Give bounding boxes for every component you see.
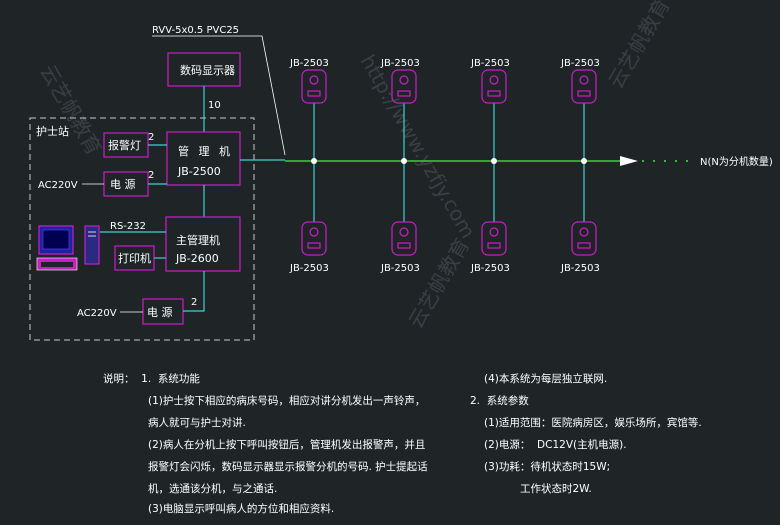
note-param-2: (2)电源： DC12V(主机电源). (484, 439, 627, 451)
watermark-brand: 云艺帆教育 (604, 0, 675, 92)
power-label-1: 电 源 (110, 177, 136, 191)
note-function-1b: 病人就可与护士对讲. (148, 417, 246, 429)
cable-label: RVV-5x0.5 PVC25 (152, 25, 239, 36)
note-function-2b: 报警灯会闪烁，数码显示器显示报警分机的号码. 护士提起话 (148, 461, 428, 473)
power-wire-count-2: 2 (191, 297, 197, 308)
main-manager-model: JB-2600 (175, 252, 219, 265)
main-manager-box (165, 216, 241, 272)
cable-leader (152, 35, 286, 156)
extension-label-top-3: JB-2503 (470, 58, 510, 69)
extension-label-top-4: JB-2503 (560, 58, 600, 69)
alarm-wire-count: 2 (148, 132, 154, 143)
intercom-extension-icon (571, 221, 597, 256)
note-params-title: 2. 系统参数 (470, 395, 529, 407)
note-function-4: (4)本系统为每层独立联网. (484, 373, 608, 385)
intercom-extension-icon (571, 69, 597, 104)
watermark: 云艺帆教育 http://www.yzfjy.com 云艺帆教育 云艺帆教育 (36, 0, 675, 333)
intercom-extension-icon (301, 69, 327, 104)
printer-label: 打印机 (118, 251, 151, 265)
note-param-4: 工作状态时2W. (520, 483, 592, 495)
extension-label-top-2: JB-2503 (380, 58, 420, 69)
extension-label-bottom-2: JB-2503 (380, 263, 420, 274)
display-wire-count: 10 (208, 100, 221, 111)
note-function-1a: (1)护士按下相应的病床号码，相应对讲分机发出一声铃声， (148, 395, 426, 407)
notes-title: 说明： 1. 系统功能 (103, 373, 200, 385)
extension-column-3: JB-2503 JB-2503 (470, 58, 510, 274)
ac-input-2: AC220V (77, 308, 117, 319)
power-wire-2 (183, 271, 205, 312)
rs232-label: RS-232 (110, 221, 146, 232)
power-wire-count-1: 2 (148, 170, 154, 181)
nurse-station-label: 护士站 (36, 124, 69, 138)
intercom-extension-icon (481, 69, 507, 104)
note-function-2a: (2)病人在分机上按下呼叫按钮后，管理机发出报警声，并且 (148, 439, 426, 451)
bus-arrow-icon (620, 156, 638, 166)
note-param-3: (3)功耗：待机状态时15W; (484, 461, 611, 473)
extension-label-bottom-4: JB-2503 (560, 263, 600, 274)
digital-display-label: 数码显示器 (180, 64, 235, 77)
manager-model: JB-2500 (177, 165, 221, 178)
bus-end-label: N(N为分机数量) (700, 155, 773, 168)
extension-column-4: JB-2503 JB-2503 (560, 58, 600, 274)
main-manager-title: 主管理机 (176, 233, 220, 247)
extension-label-bottom-3: JB-2503 (470, 263, 510, 274)
intercom-extension-icon (301, 221, 327, 256)
watermark-brand-3: 云艺帆教育 (36, 61, 107, 160)
manager-title: 管 理 机 (178, 144, 233, 158)
intercom-extension-icon (391, 221, 417, 256)
extension-label-bottom-1: JB-2503 (289, 263, 329, 274)
nurse-station-frame (29, 117, 255, 341)
extension-column-1: JB-2503 JB-2503 (289, 58, 329, 274)
intercom-extension-icon (391, 69, 417, 104)
extension-column-2: JB-2503 JB-2503 (380, 58, 420, 274)
note-function-2c: 机，选通该分机，与之通话. (148, 483, 278, 495)
note-param-1: (1)适用范围：医院病房区，娱乐场所，宾馆等. (484, 417, 702, 429)
alarm-lamp-label: 报警灯 (108, 138, 141, 152)
ac-input-1: AC220V (38, 180, 78, 191)
note-function-3: (3)电脑显示呼叫病人的方位和相应资料. (148, 503, 335, 515)
watermark-url: http://www.yzfjy.com (356, 51, 481, 243)
watermark-brand-2: 云艺帆教育 (404, 234, 475, 333)
computer-icon (36, 225, 100, 271)
intercom-extension-icon (481, 221, 507, 256)
power-label-2: 电 源 (147, 305, 173, 319)
extension-label-top-1: JB-2503 (289, 58, 329, 69)
